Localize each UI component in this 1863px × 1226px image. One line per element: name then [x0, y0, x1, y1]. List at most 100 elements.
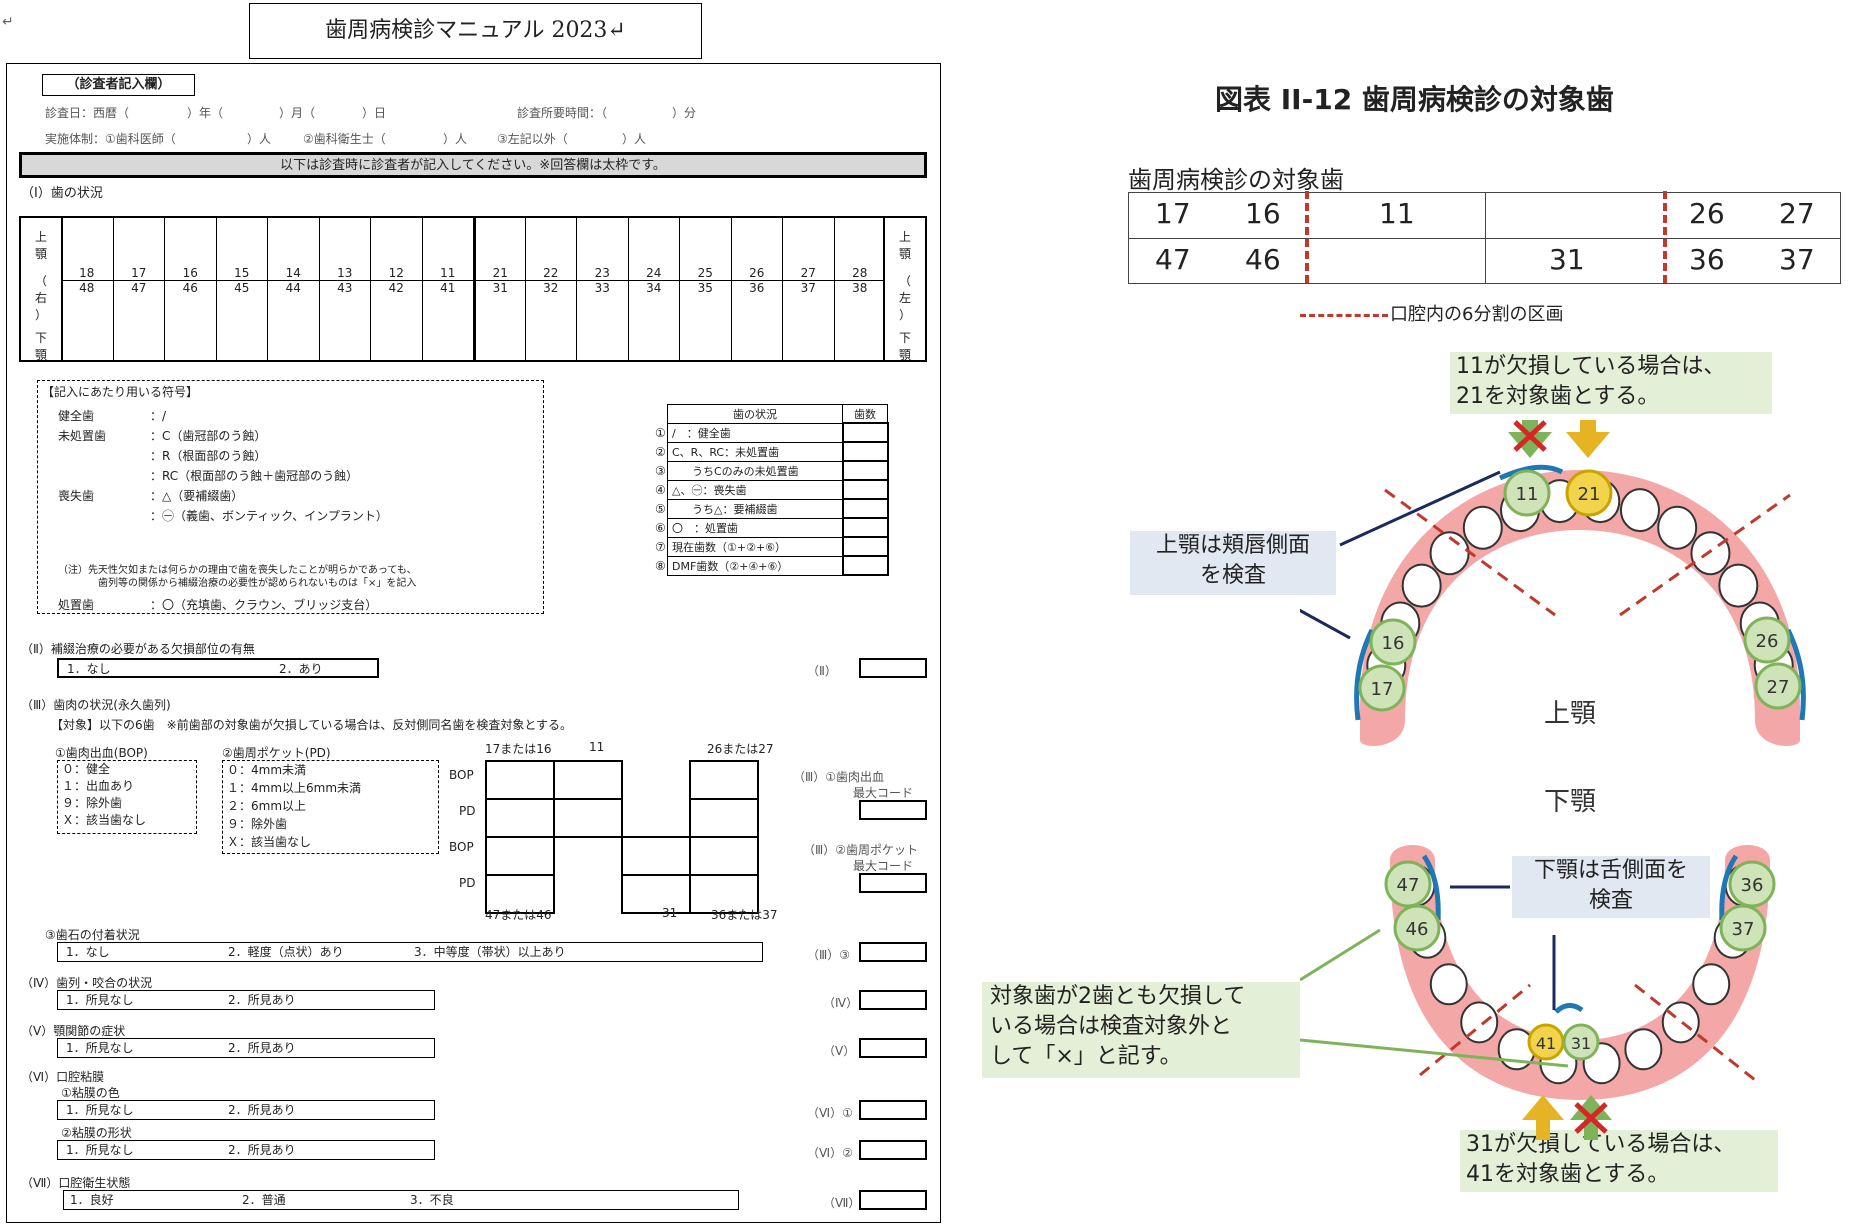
legend-text: 口腔内の6分割の区画	[1390, 304, 1564, 325]
grid-top-label-1: 17または16	[485, 742, 552, 756]
status-count-input[interactable]	[841, 422, 889, 443]
target-tooth-table: 17 16 11 26 27 47 46 31 36 37	[1128, 191, 1841, 284]
pd-answer[interactable]	[859, 873, 927, 893]
arrow-41	[1522, 1095, 1564, 1140]
status-count-input[interactable]	[841, 460, 889, 481]
upper-tooth-number: 23	[594, 266, 610, 280]
jaw-label-left: 上顎（左）下顎	[883, 218, 925, 362]
status-count-input[interactable]	[841, 536, 889, 557]
pd-cell[interactable]	[689, 874, 759, 914]
status-label: △、㊀：喪失歯	[667, 479, 843, 500]
pd-legend-item: ２：6mm以上	[227, 799, 307, 813]
pd-cell[interactable]	[485, 798, 555, 838]
target-tooth-label: 47	[1397, 875, 1420, 896]
bop-cell[interactable]	[689, 836, 759, 876]
target-tooth-label: 41	[1536, 1034, 1556, 1053]
lower-tooth-number: 44	[285, 281, 301, 295]
section6a-answer[interactable]	[859, 1100, 927, 1120]
symbol-value: ：㊀（義歯、ボンティック、インプラント）	[150, 509, 388, 523]
section5-answer[interactable]	[859, 1038, 927, 1058]
month-label: ）月（	[279, 106, 316, 120]
tooth-icon	[1462, 505, 1503, 550]
grid-row-label-1: BOP	[449, 768, 474, 782]
jaw-label-right: 上顎（右）下顎	[21, 218, 63, 362]
status-count-input[interactable]	[841, 498, 889, 519]
pd-cell[interactable]	[621, 874, 691, 914]
section7-title: （Ⅶ）口腔衛生状態	[21, 1176, 131, 1190]
code-pd-1: （Ⅲ）②歯周ポケット	[803, 843, 919, 857]
section4-answer[interactable]	[859, 990, 927, 1010]
calculus-code: （Ⅲ）③	[807, 948, 851, 962]
lingual-arc-36	[1719, 854, 1739, 921]
divider-lower-right	[1634, 983, 1756, 1082]
bop-cell[interactable]	[485, 836, 555, 876]
buccal-arc-26	[1785, 628, 1806, 721]
pd-cell[interactable]	[485, 874, 555, 914]
bop-cell[interactable]	[485, 760, 555, 800]
section6b-answer[interactable]	[859, 1140, 927, 1160]
status-count-input[interactable]	[841, 517, 889, 538]
symbols-note-2: 歯列等の関係から補綴治療の必要性が認められないものは「×」を記入	[98, 578, 417, 589]
status-count-input[interactable]	[841, 441, 889, 462]
target-27: 27	[1779, 197, 1815, 230]
bop-cell[interactable]	[689, 760, 759, 800]
bop-cell[interactable]	[621, 836, 691, 876]
bop-cell[interactable]	[553, 760, 623, 800]
target-tooth-label: 31	[1571, 1034, 1591, 1053]
bop-legend-item: ０：健全	[62, 762, 111, 776]
target-tooth-11-icon	[1503, 469, 1551, 517]
divider-lower-left	[1419, 983, 1531, 1077]
lower-tooth-number: 38	[852, 281, 868, 295]
target-tooth-36-icon	[1728, 860, 1776, 908]
bop-pd-grid	[485, 760, 759, 914]
target-tooth-label: 37	[1732, 919, 1755, 940]
status-number: ⑥	[655, 521, 666, 535]
divider-upper-left	[1384, 488, 1556, 617]
target-47: 47	[1155, 243, 1191, 276]
lower-tooth-number: 31	[492, 281, 508, 295]
symbol-value: ：RC（根面部のう蝕＋歯冠部のう蝕）	[150, 469, 359, 483]
section2-answer[interactable]	[859, 658, 927, 678]
treated-value: ：〇（充填歯、クラウン、ブリッジ支台）	[150, 598, 378, 612]
status-number: ③	[655, 464, 666, 478]
pd-cell[interactable]	[553, 798, 623, 838]
bop-answer[interactable]	[859, 800, 927, 820]
status-label: 現在歯数（①+②+⑥）	[667, 536, 843, 557]
calculus-answer[interactable]	[859, 942, 927, 962]
lower-tooth-number: 47	[131, 281, 147, 295]
callout-upper: 上顎は頬唇側面を検査	[1130, 531, 1336, 595]
pd-cell[interactable]	[689, 798, 759, 838]
arrow-21	[1566, 420, 1610, 458]
tooth-icon	[1690, 531, 1731, 576]
section5-code: （Ⅴ）	[823, 1044, 856, 1058]
year-label: ）年（	[187, 106, 224, 120]
pointer-upper-2	[1300, 608, 1351, 640]
paragraph-mark: ↵	[2, 14, 14, 30]
tooth-icon	[1401, 563, 1442, 608]
section7-answer[interactable]	[859, 1190, 927, 1210]
callout-both-missing: 対象歯が2歯とも欠損している場合は検査対象外として「×」と記す。	[982, 982, 1300, 1078]
status-count-input[interactable]	[841, 555, 889, 576]
target-tooth-21-icon	[1565, 469, 1613, 517]
status-count-input[interactable]	[841, 479, 889, 500]
